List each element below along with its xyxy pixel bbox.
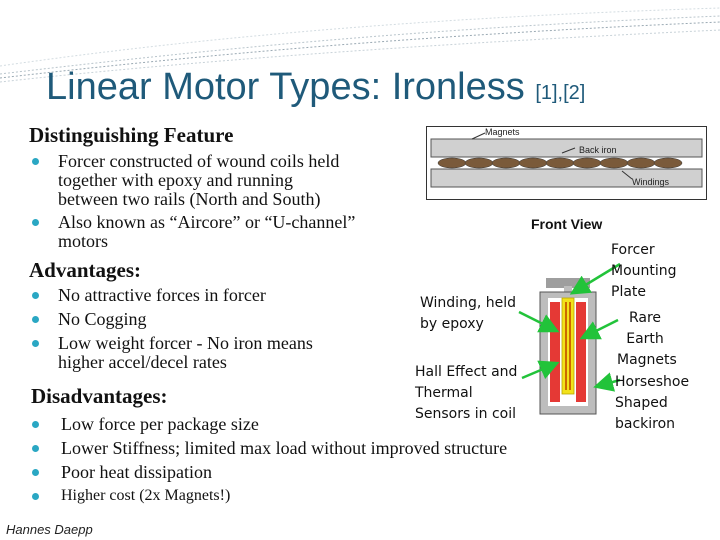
rail-diagram-drawing	[430, 132, 703, 188]
list-item: Also known as “Aircore” or “U-channel”mo…	[28, 213, 428, 251]
back-iron-label: Back iron	[579, 145, 617, 155]
front-view-diagram	[520, 272, 598, 420]
bullet-icon	[32, 493, 39, 500]
front-view-drawing	[539, 278, 597, 415]
bullet-icon	[32, 316, 39, 323]
title-reference: [1],[2]	[535, 82, 586, 104]
advantages-list: No attractive forces in forcer No Coggin…	[28, 286, 408, 372]
distinguishing-heading: Distinguishing Feature	[29, 123, 234, 147]
bullet-icon	[32, 445, 39, 452]
disadvantages-list: Low force per package size Lower Stiffne…	[28, 412, 628, 508]
list-item: Higher cost (2x Magnets!)	[28, 484, 628, 508]
list-item: No attractive forces in forcer	[28, 286, 408, 305]
bullet-icon	[32, 469, 39, 476]
bullet-icon	[32, 158, 39, 165]
disadvantages-heading: Disadvantages:	[31, 384, 168, 408]
header-swoosh	[0, 7, 720, 83]
list-item: Poor heat dissipation	[28, 460, 628, 484]
bullet-icon	[32, 219, 39, 226]
advantages-heading: Advantages:	[29, 258, 142, 282]
list-item: Low force per package size	[28, 412, 628, 436]
windings-label: Windings	[632, 177, 670, 187]
bullet-icon	[32, 292, 39, 299]
author-credit: Hannes Daepp	[6, 522, 93, 537]
page-title: Linear Motor Types: Ironless [1],[2]	[46, 66, 586, 108]
bullet-icon	[32, 340, 39, 347]
list-item: Lower Stiffness; limited max load withou…	[28, 436, 628, 460]
magnets-label: Magnets	[485, 127, 520, 137]
rail-diagram: Magnets Back iron Windings	[426, 126, 707, 200]
front-view-label: Front View	[531, 216, 603, 232]
bullet-icon	[32, 421, 39, 428]
list-item: No Cogging	[28, 310, 408, 329]
